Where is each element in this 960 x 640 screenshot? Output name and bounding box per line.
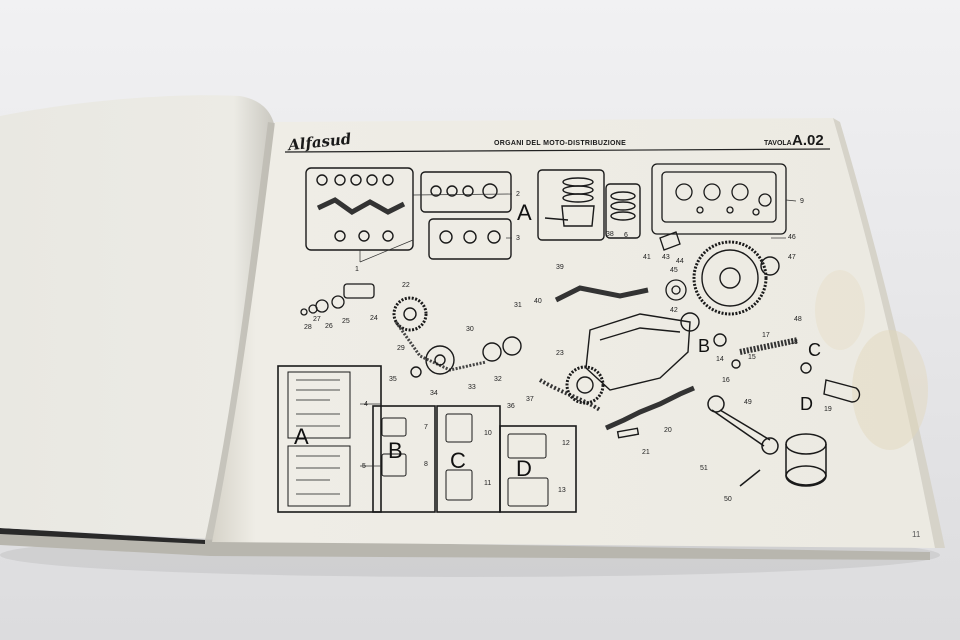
part-number: 26 — [325, 323, 333, 330]
section-letter-a-top: A — [517, 200, 532, 225]
header-rule — [284, 148, 831, 153]
part-number: 42 — [670, 307, 678, 314]
part-number: 41 — [643, 254, 651, 261]
flywheel — [692, 240, 780, 316]
part-number: 39 — [556, 264, 564, 271]
part-number: 48 — [794, 316, 802, 323]
part-number: 7 — [424, 424, 428, 431]
book-cover — [0, 530, 930, 560]
part-number: 37 — [526, 396, 534, 403]
part-number: 47 — [788, 254, 796, 261]
part-number: 8 — [424, 461, 428, 468]
part-number: 2 — [516, 191, 520, 198]
part-number: 28 — [304, 324, 312, 331]
part-number: 15 — [748, 354, 756, 361]
valve-assembly — [680, 312, 861, 403]
part-number: 32 — [494, 376, 502, 383]
part-number: 20 — [664, 427, 672, 434]
part-number: 49 — [744, 399, 752, 406]
section-letter-d-top: D — [800, 394, 813, 414]
tavola-label: TAVOLA — [764, 140, 792, 147]
leader-lines — [359, 193, 797, 467]
part-number: 4 — [364, 401, 368, 408]
part-number: 10 — [484, 430, 492, 437]
part-number: 18 — [790, 339, 798, 346]
part-number: 13 — [558, 487, 566, 494]
diagram-group-gaskets — [651, 163, 787, 235]
camshaft — [604, 385, 695, 439]
part-number: 14 — [716, 356, 724, 363]
page-stack-edge — [833, 118, 945, 548]
tavola-code: A.02 — [792, 132, 824, 149]
section-letter-b-top: B — [698, 336, 711, 356]
part-number: 44 — [676, 258, 684, 265]
section-letter-c-top: C — [808, 340, 821, 360]
part-number: 43 — [662, 254, 670, 261]
part-number: 50 — [724, 496, 732, 503]
part-number: 3 — [516, 235, 520, 242]
section-letter-d-panel: D — [516, 456, 532, 481]
part-number: 35 — [389, 376, 397, 383]
engine-block — [538, 285, 691, 412]
part-number: 40 — [534, 298, 542, 305]
part-number: 17 — [762, 332, 770, 339]
cover-dark-edge — [0, 528, 205, 544]
part-number: 12 — [562, 440, 570, 447]
bottom-panels — [277, 365, 577, 513]
part-number: 51 — [700, 465, 708, 472]
part-number: 30 — [466, 326, 474, 333]
section-letter-c-panel: C — [450, 448, 466, 473]
timing-belt — [392, 296, 522, 378]
part-number: 25 — [342, 318, 350, 325]
section-letter-a-panel: A — [294, 424, 309, 449]
page-number: 11 — [912, 530, 921, 539]
part-number: 21 — [642, 449, 650, 456]
part-number: 29 — [397, 345, 405, 352]
part-number: 27 — [313, 316, 321, 323]
paper-stain — [852, 330, 928, 450]
part-number: 6 — [624, 232, 628, 239]
con-rod-piston — [707, 395, 827, 487]
part-number: 22 — [402, 282, 410, 289]
part-number: 24 — [370, 315, 378, 322]
section-letter-b-panel: B — [388, 438, 403, 463]
part-number: 11 — [484, 480, 492, 487]
part-number: 45 — [670, 267, 678, 274]
part-number: 38 — [606, 231, 614, 238]
part-number: 9 — [800, 198, 804, 205]
part-number: 36 — [507, 403, 515, 410]
left-page — [0, 95, 275, 540]
right-page — [212, 118, 935, 548]
paper-stain — [815, 270, 865, 350]
part-number: 5 — [362, 463, 366, 470]
part-number: 19 — [824, 406, 832, 413]
part-number: 31 — [514, 302, 522, 309]
part-number: 16 — [722, 377, 730, 384]
page-title: ORGANI DEL MOTO-DISTRIBUZIONE — [494, 140, 627, 147]
gutter-shadow — [205, 122, 280, 541]
part-number: 34 — [430, 390, 438, 397]
part-number: 46 — [788, 234, 796, 241]
diagram-group-crankshaft — [305, 167, 641, 260]
part-number: 1 — [355, 266, 359, 273]
diagram-small-parts — [300, 231, 687, 316]
part-number: 23 — [556, 350, 564, 357]
part-number: 33 — [468, 384, 476, 391]
